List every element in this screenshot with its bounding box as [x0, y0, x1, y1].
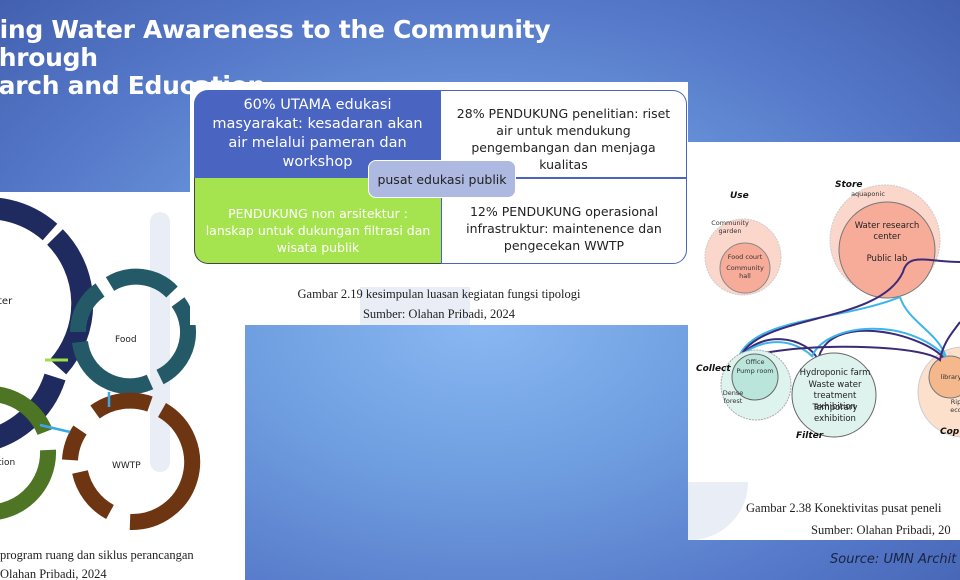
use-inner-circle [719, 242, 771, 294]
center-label: pusat edukasi publik [368, 160, 516, 198]
connection-line [817, 329, 944, 361]
water-cycle-segment [0, 197, 58, 241]
copy-inner-circle [928, 355, 960, 399]
store-inner-circle [838, 201, 936, 299]
temporary-exhibition-label: Temporary exhibition [812, 403, 858, 424]
watermark-shape [360, 287, 470, 325]
cycle-diagram: ter Food tion WWTP [0, 197, 201, 531]
connectivity-diagram-panel: Use Store Collect Filter Cop Community g… [688, 142, 960, 540]
slide-title-line1: ging Water Awareness to the Community Th… [0, 15, 551, 72]
food-cycle: Food [69, 268, 196, 395]
connection-line [737, 258, 960, 365]
landscape-quadrant: PENDUKUNG non arsitektur : lanskap untuk… [194, 178, 441, 264]
wwtp-cycle: WWTP [62, 392, 201, 531]
connection-line [899, 296, 947, 358]
food-cycle-segment [69, 283, 105, 333]
office-label: Office [745, 358, 765, 366]
dense-forest-label: Dense forest [722, 389, 744, 405]
left-caption-line1: program ruang dan siklus perancangan [0, 548, 194, 562]
hydroponic-label: Hydroponic farm [799, 368, 871, 378]
copy-category: Cop [940, 427, 960, 437]
wwtp-cycle-segment [72, 469, 115, 520]
water-cycle-label: ter [0, 296, 13, 307]
food-cycle-label: Food [115, 335, 137, 345]
connection-line [736, 321, 960, 363]
activity-quadrant-panel: 60% UTAMA edukasi masyarakat: kesadaran … [190, 82, 688, 325]
connection-lines [736, 258, 960, 365]
wwtp-cycle-segment [90, 392, 153, 419]
left-caption-line2: Olahan Pribadi, 2024 [0, 567, 107, 580]
source-credit: Source: UMN Archit [830, 552, 957, 567]
public-lab-label: Public lab [866, 254, 908, 264]
middle-caption-line1: Gambar 2.19 kesimpulan luasan kegiatan f… [297, 287, 581, 301]
irrigation-cycle-segment [0, 449, 57, 520]
filter-category: Filter [796, 431, 824, 441]
library-label: library [940, 373, 960, 381]
use-category: Use [730, 191, 749, 201]
irrigation-cycle-segment [0, 386, 53, 436]
connection-line [811, 327, 947, 358]
filter-circle [791, 352, 877, 438]
community-garden-label: Community garden [711, 219, 749, 235]
collect-category: Collect [696, 364, 731, 374]
store-category: Store [835, 180, 863, 190]
aquaponic-label: aquaponic [851, 190, 885, 198]
riparian-label: Rip eco [950, 398, 960, 414]
irrigation-cycle: tion [0, 386, 57, 520]
community-hall-label: Community hall [726, 264, 764, 280]
connectivity-diagram [704, 184, 960, 438]
wwtp-cycle-label: WWTP [112, 461, 141, 471]
right-caption-line2: Sumber: Olahan Pribadi, 20 [811, 523, 951, 537]
wwtp-cycle-segment [129, 403, 201, 531]
food-cycle-segment [72, 340, 154, 395]
middle-caption-line2: Sumber: Olahan Pribadi, 2024 [362, 307, 516, 321]
water-research-label: Water research center [854, 221, 920, 242]
collect-inner-circle [731, 353, 779, 401]
food-court-label: Food court [727, 253, 763, 261]
wwtp-cycle-segment [62, 425, 87, 461]
food-cycle-segment [105, 268, 178, 298]
food-cycle-segment [156, 297, 196, 385]
irrigation-cycle-label: tion [0, 458, 15, 468]
water-cycle-segment [0, 373, 66, 449]
right-caption-line1: Gambar 2.38 Konektivitas pusat peneli [746, 501, 942, 515]
connection-line [736, 296, 901, 363]
clean-water-connector [39, 423, 71, 434]
waste-water-label: Waste water treatment exhibition [808, 380, 862, 412]
pump-room-label: Pump room [736, 367, 774, 375]
